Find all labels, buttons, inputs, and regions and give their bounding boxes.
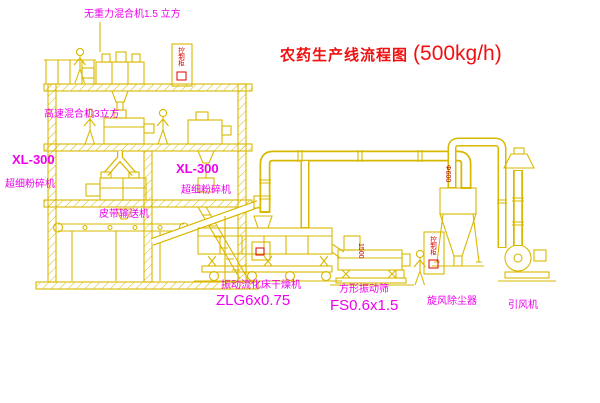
top-mixer-label: 无重力混合机1.5 立方: [84, 9, 181, 20]
belt-conveyor-label: 皮带输送机: [99, 209, 149, 220]
inclined-conveyor: [150, 195, 273, 280]
fine-mill-mid: [187, 111, 232, 193]
cyclone-label: 旋风除尘器: [427, 296, 477, 307]
mill-left-model-label: XL-300: [12, 152, 55, 167]
worker-figure: [156, 108, 170, 145]
mill-left-name-label: 超细粉碎机: [5, 179, 55, 190]
mill-mid-name-label: 超细粉碎机: [181, 185, 231, 196]
control-cabinet-1: [171, 43, 193, 87]
exhaust-duct: [259, 150, 472, 228]
diagram-title: 农药生产线流程图 (500kg/h): [280, 42, 502, 66]
screen-model-label: FS0.6x1.5: [330, 297, 399, 314]
control-cabinet-1-label: 控制柜: [176, 47, 184, 67]
vibrating-screen: [330, 235, 414, 286]
control-cabinet-2-label: 控制柜: [428, 236, 436, 256]
fan-label: 引风机: [508, 300, 538, 311]
screen-name-label: 方形振动筛: [339, 284, 389, 295]
fluid-bed-dryer: [194, 227, 345, 282]
high-speed-mixer: [103, 109, 155, 145]
splitter-pipe: [103, 151, 137, 176]
mill-mid-model-label: XL-300: [176, 161, 219, 176]
cyclone-separator: [432, 137, 507, 267]
belt-conveyor: [52, 222, 190, 281]
induced-draft-fan: [498, 244, 556, 282]
screen-dimension-label: 1500: [357, 243, 364, 259]
exhaust-stack: [503, 147, 535, 246]
title-main: 农药生产线流程图: [280, 47, 409, 64]
building-structure: [35, 22, 259, 290]
dryer-model-label: ZLG6x0.75: [216, 292, 291, 309]
top-mixer: [81, 51, 145, 111]
high-speed-mixer-label: 高速混合机3立方: [44, 109, 120, 120]
fine-mill-left: [85, 171, 147, 220]
dryer-name-label: 振动流化床干燥机: [221, 280, 301, 291]
title-capacity: (500kg/h): [413, 42, 502, 65]
cyclone-dimension-label: Φ600: [444, 165, 451, 183]
